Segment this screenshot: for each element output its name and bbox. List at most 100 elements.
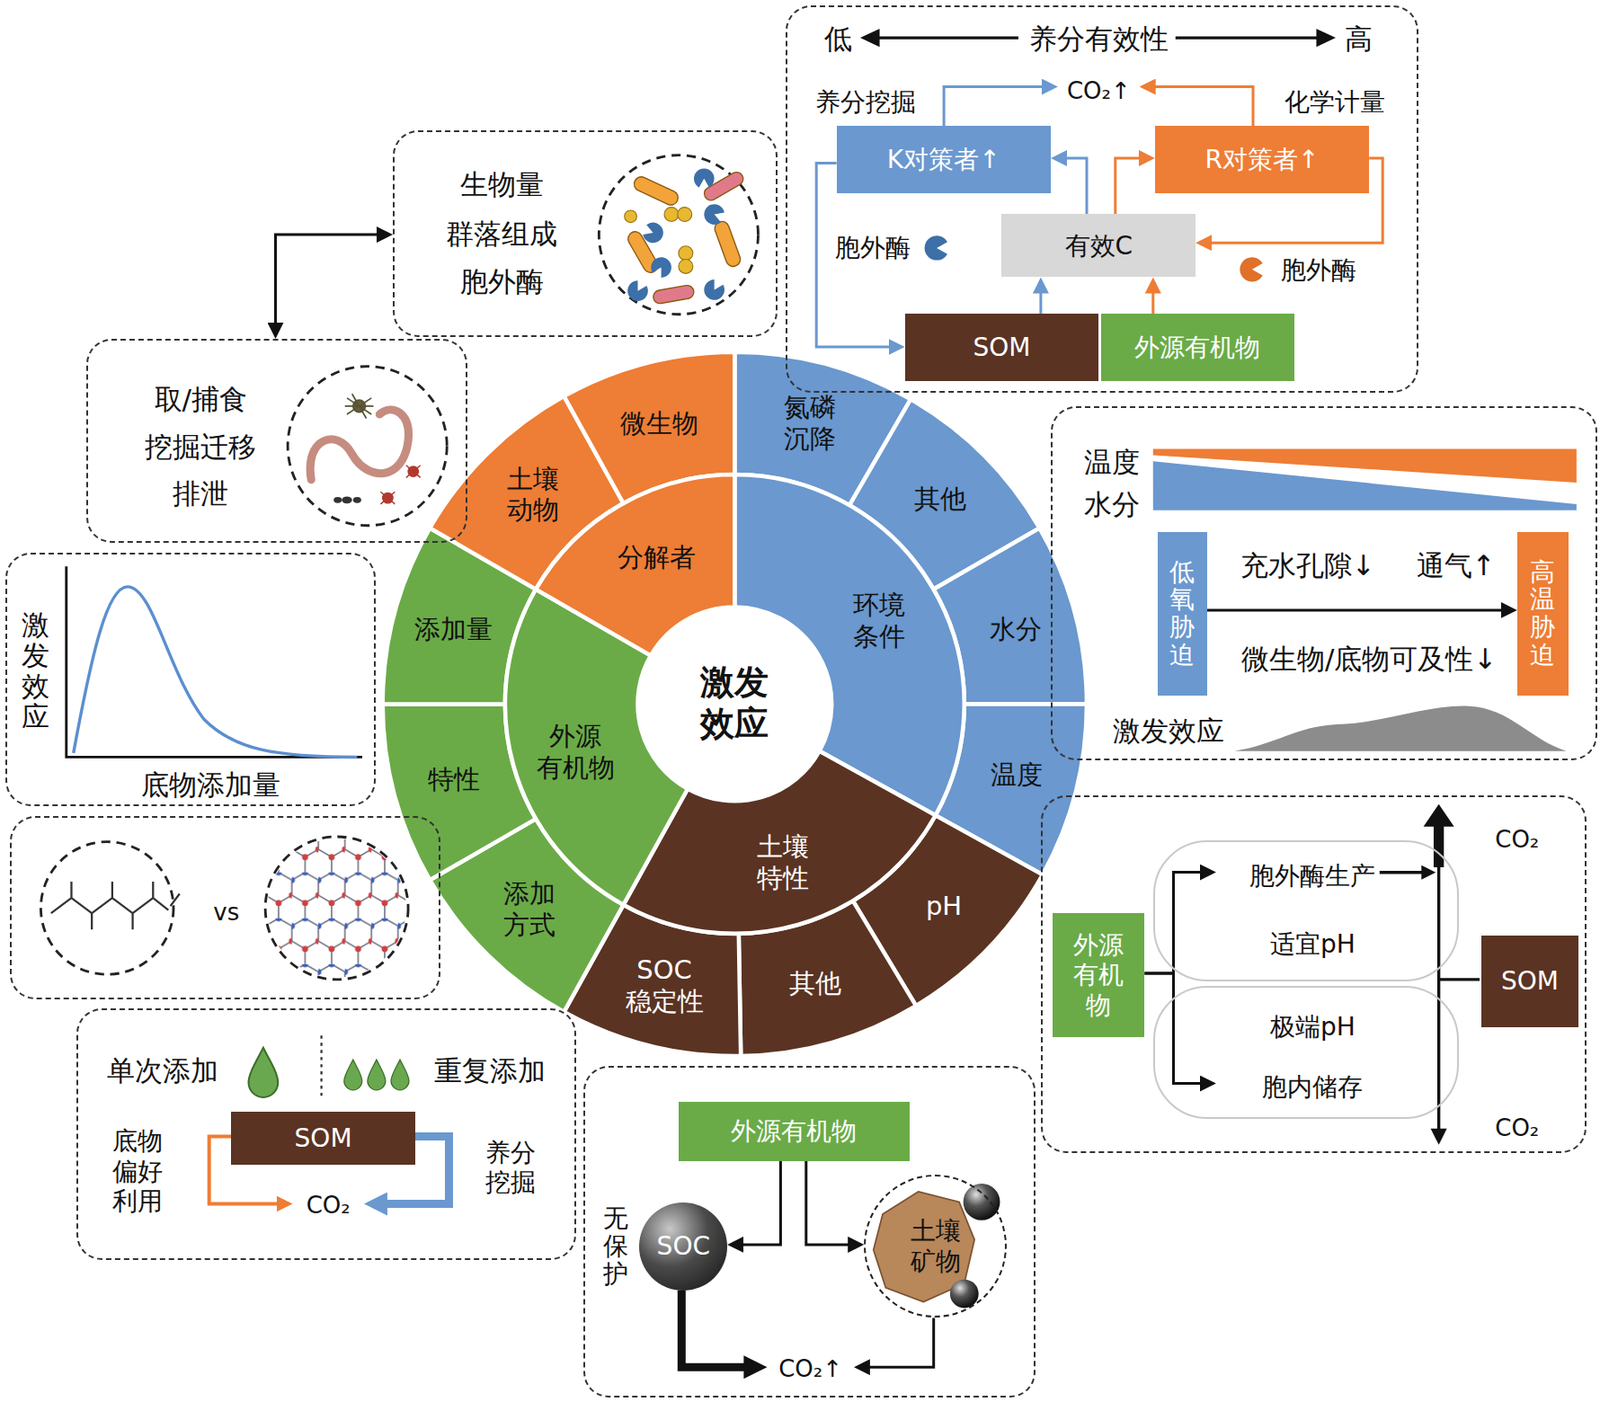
soil-fauna-figure (310, 409, 409, 480)
soil-fauna-figure (380, 465, 420, 505)
panel: 激发效应底物添加量 (5, 552, 376, 807)
label-text: 其他 (914, 482, 967, 515)
ring-label: pH (925, 890, 962, 923)
box: R对策者↑ (1155, 125, 1369, 194)
availability-arrow (1175, 35, 1319, 39)
ph-wires (1439, 977, 1480, 981)
ring-label: 其他 (789, 968, 842, 1000)
curve-chart (73, 586, 358, 758)
molecule-figure (40, 842, 174, 976)
availability-arrow (860, 28, 880, 47)
ring-label: 特性 (427, 764, 480, 796)
curve-chart (66, 566, 363, 757)
addition-figure (248, 1035, 409, 1101)
ph-wires (1431, 1128, 1448, 1146)
panel: 无保护外源有机物SOC土壤 矿物CO₂↑ (583, 1066, 1036, 1398)
label-text: 激发效应 (1112, 714, 1225, 748)
addition-figure (320, 1035, 322, 1101)
ring-label: 水分 (989, 613, 1042, 645)
microbe-figure (652, 284, 695, 304)
label-text: SOM (294, 1123, 353, 1155)
microbe-figure (623, 168, 728, 305)
addition-figure (391, 1059, 409, 1091)
enzyme-icon (1239, 257, 1263, 282)
label-text: 高 (1344, 22, 1373, 56)
ring-label: 添加量 (414, 613, 493, 645)
mineral-figure (963, 1183, 1001, 1221)
label-text: CO₂↑ (778, 1355, 843, 1384)
box: 极端pH胞内储存 (1153, 986, 1460, 1120)
ring-label: 氮磷 沉降 (783, 391, 836, 455)
label-text: 适宜pH (1270, 929, 1356, 960)
box: 外源有机物 (678, 1102, 911, 1162)
ring-label: 土壤 动物 (506, 463, 560, 527)
addition-figure (344, 1059, 363, 1091)
label-text: 温度 (990, 758, 1043, 791)
edge-label: 养分挖掘 (815, 87, 916, 118)
microbe-figure (664, 207, 679, 223)
ring-sector (734, 474, 964, 816)
label-text: 温度 (1084, 446, 1140, 480)
panel: 温度水分充水孔隙↓通气↑微生物/底物可及性↓激发效应低氧胁迫高温胁迫 (1050, 406, 1597, 761)
soil-fauna-figure (406, 465, 421, 479)
ring-label: 分解者 (617, 542, 696, 574)
label-text: 养分有效性 (1029, 22, 1169, 56)
label-text: 水分 (989, 613, 1042, 645)
ph-wires (1421, 865, 1436, 880)
label-text: SOC (657, 1231, 711, 1263)
microbe-figure (678, 258, 694, 274)
connector (681, 1290, 747, 1368)
microbe-figure (598, 155, 758, 315)
microbe-figure (712, 219, 743, 269)
label-text: 微生物 (620, 407, 699, 439)
label-text: CO₂ (306, 1191, 351, 1220)
panel: 低养分有效性高CO₂↑K对策者↑R对策者↑有效CSOM外源有机物 (785, 5, 1419, 393)
ring-label: 土壤 特性 (756, 831, 809, 895)
ph-wires (1379, 804, 1480, 1146)
microbe-figure (693, 168, 715, 187)
panel: vs (9, 816, 441, 1000)
label-text: 特性 (427, 764, 480, 796)
ring-chart (382, 352, 1087, 1057)
soil-fauna-figure (341, 496, 352, 504)
microbe-figure (625, 169, 747, 305)
label-text: 添加 方式 (503, 878, 556, 942)
label-text: 外源有机物 (1134, 332, 1261, 364)
microbe-figure (624, 210, 638, 223)
soil-fauna-figure (333, 496, 362, 504)
microbe-figure (677, 207, 693, 223)
label-text: 通气↑ (1416, 549, 1496, 583)
ring-label: 环境 条件 (853, 589, 906, 653)
soil-fauna-figure (287, 366, 447, 526)
addition-figure (367, 1059, 386, 1091)
label-text: 微生物/底物可及性↓ (1241, 643, 1497, 677)
edge-label: 化学计量 (1284, 87, 1386, 118)
label-text: 有效C (1065, 231, 1134, 262)
availability-arrow (877, 35, 1019, 39)
box: SOC (639, 1202, 728, 1291)
label-text: 胞内储存 (1262, 1072, 1363, 1103)
label-text: 取/捕食 (154, 382, 248, 417)
edge-label: 胞外酶 (1280, 255, 1357, 286)
soil-fauna-figure (345, 393, 374, 418)
label-text: 土壤 特性 (756, 831, 809, 895)
label-text: 充水孔隙↓ (1240, 549, 1376, 583)
soil-fauna-figure (380, 491, 395, 505)
microbe-figure (701, 201, 727, 228)
label-text: 胞外酶生产 (1249, 861, 1376, 892)
label-text: vs (213, 898, 240, 927)
connector (1115, 158, 1142, 214)
ring-label: 激发 效应 (700, 663, 769, 746)
microbe-figure (598, 155, 758, 315)
box: SOM (905, 313, 1100, 382)
soil-fauna-figure (353, 497, 362, 504)
ring-label: 其他 (914, 482, 967, 515)
label-text: R对策者↑ (1205, 144, 1320, 176)
box: 土壤 矿物 (863, 1174, 1007, 1318)
label-text: 外源 有机物 (536, 721, 615, 785)
label-text: 土壤 矿物 (910, 1216, 961, 1277)
box: 高温胁迫 (1517, 532, 1569, 696)
label-text: 底物添加量 (141, 768, 281, 802)
panel: CO₂CO₂外源 有机 物胞外酶生产适宜pH极端pH胞内储存SOM (1040, 795, 1587, 1153)
label-text: 排泄 (172, 478, 229, 512)
